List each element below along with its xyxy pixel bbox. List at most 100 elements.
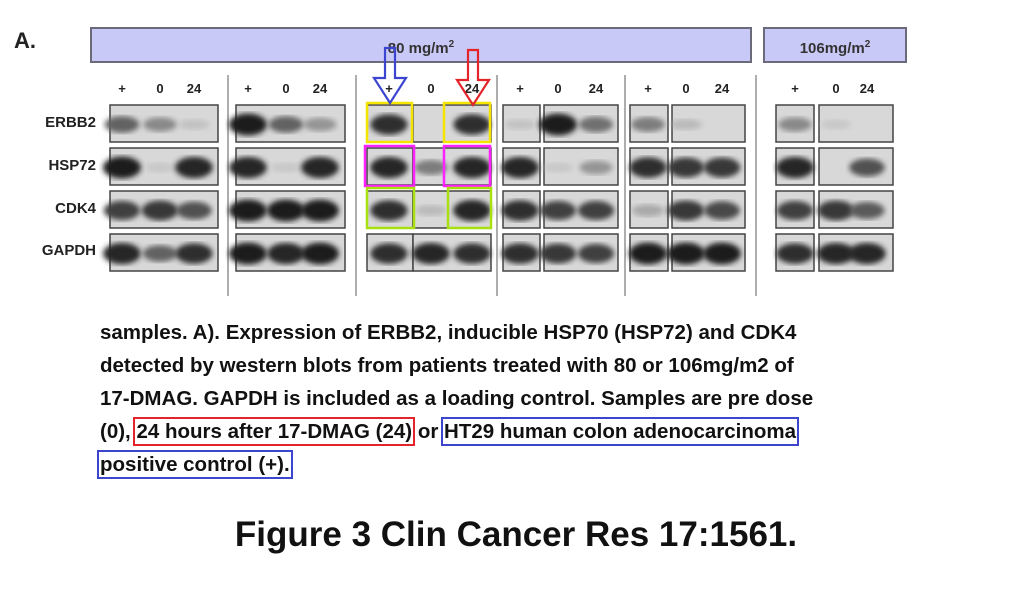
dose-sup: 2 <box>864 39 871 50</box>
protein-band <box>504 119 536 130</box>
caption-line: 17-DMAG. GAPDH is included as a loading … <box>100 387 814 410</box>
protein-band <box>229 113 267 136</box>
protein-band <box>703 157 741 178</box>
protein-band <box>539 200 577 221</box>
protein-band <box>501 243 539 264</box>
protein-band <box>176 201 212 220</box>
protein-band <box>776 200 814 221</box>
caption-text: (0), <box>100 420 137 443</box>
protein-band <box>175 243 213 264</box>
protein-band <box>268 116 304 133</box>
protein-band <box>104 116 140 133</box>
protein-band <box>103 156 141 179</box>
protein-band <box>667 200 705 221</box>
protein-band <box>178 119 210 130</box>
protein-band <box>667 242 705 265</box>
highlight-box <box>442 144 492 188</box>
protein-band <box>670 119 702 130</box>
protein-band <box>778 117 812 132</box>
row-label-hsp72: HSP72 <box>48 157 96 174</box>
protein-band <box>577 243 615 264</box>
protein-band <box>776 156 814 179</box>
panel-letter: A. <box>14 28 36 53</box>
figure-title: Figure 3 Clin Cancer Res 17:1561. <box>234 515 798 554</box>
protein-band <box>229 156 267 179</box>
lane-label: 24 <box>859 81 875 96</box>
protein-band <box>577 200 615 221</box>
protein-band <box>848 242 886 265</box>
protein-band <box>303 117 337 132</box>
protein-band <box>270 162 302 173</box>
protein-band <box>142 245 178 262</box>
lane-label: 0 <box>832 81 840 96</box>
caption-line: detected by western blots from patients … <box>100 354 794 377</box>
row-label-erbb2: ERBB2 <box>45 114 96 131</box>
protein-band <box>103 200 141 221</box>
protein-band <box>820 119 852 130</box>
protein-band <box>849 158 885 177</box>
dose-bar-106: 106mg/m2 <box>763 27 907 63</box>
lane-label: 0 <box>156 81 164 96</box>
protein-band <box>415 205 447 216</box>
lane-label: 24 <box>464 81 480 96</box>
caption-line: positive control (+). <box>97 448 813 481</box>
protein-band <box>301 242 339 265</box>
protein-band <box>501 200 539 221</box>
protein-band <box>849 201 885 220</box>
protein-band <box>453 156 491 179</box>
protein-band <box>453 114 491 135</box>
dose-label-106: 106mg/m <box>799 40 865 57</box>
protein-band <box>704 201 740 220</box>
protein-band <box>542 162 574 173</box>
protein-band <box>267 242 305 265</box>
lane-label: + <box>385 81 393 96</box>
protein-band <box>267 199 305 222</box>
protein-band <box>370 114 408 135</box>
protein-band <box>144 162 176 173</box>
protein-band <box>817 200 855 221</box>
protein-band <box>776 243 814 264</box>
lane-label: 24 <box>312 81 328 96</box>
protein-band <box>414 160 448 175</box>
protein-band <box>370 200 408 221</box>
protein-band <box>175 156 213 179</box>
protein-band <box>629 157 667 178</box>
protein-band <box>103 242 141 265</box>
caption-line: (0), 24 hours after 17-DMAG (24) or HT29… <box>100 415 813 448</box>
lane-label: + <box>118 81 126 96</box>
protein-band <box>631 204 665 217</box>
lane-label: 0 <box>427 81 435 96</box>
protein-band <box>667 157 705 178</box>
western-blot-image <box>103 46 894 296</box>
red-down-arrow-icon <box>454 48 492 108</box>
protein-band <box>539 113 577 136</box>
protein-band <box>453 199 491 222</box>
lane-label: 24 <box>714 81 730 96</box>
protein-band <box>412 242 450 265</box>
protein-band <box>370 243 408 264</box>
protein-band <box>370 156 408 179</box>
caption-line: samples. A). Expression of ERBB2, induci… <box>100 321 797 344</box>
dose-label-80: 80 mg/m <box>387 40 449 57</box>
lane-label: 24 <box>186 81 202 96</box>
protein-band <box>539 243 577 264</box>
highlight-24h: 24 hours after 17-DMAG (24) <box>133 417 416 446</box>
figure-caption: samples. A). Expression of ERBB2, induci… <box>97 316 814 481</box>
protein-band <box>817 242 855 265</box>
protein-band <box>703 242 741 265</box>
lane-label: + <box>516 81 524 96</box>
lane-label: + <box>244 81 252 96</box>
row-label-gapdh: GAPDH <box>41 242 96 259</box>
dose-sup: 2 <box>448 39 455 50</box>
protein-band <box>631 117 665 132</box>
lane-label: + <box>644 81 652 96</box>
lane-label: 0 <box>682 81 690 96</box>
highlight-box <box>446 186 493 230</box>
protein-band <box>301 199 339 222</box>
protein-band <box>229 199 267 222</box>
highlight-box <box>365 186 416 230</box>
caption-text: or <box>412 420 445 443</box>
highlight-positive-control: positive control (+). <box>97 450 293 479</box>
protein-band <box>578 116 614 133</box>
